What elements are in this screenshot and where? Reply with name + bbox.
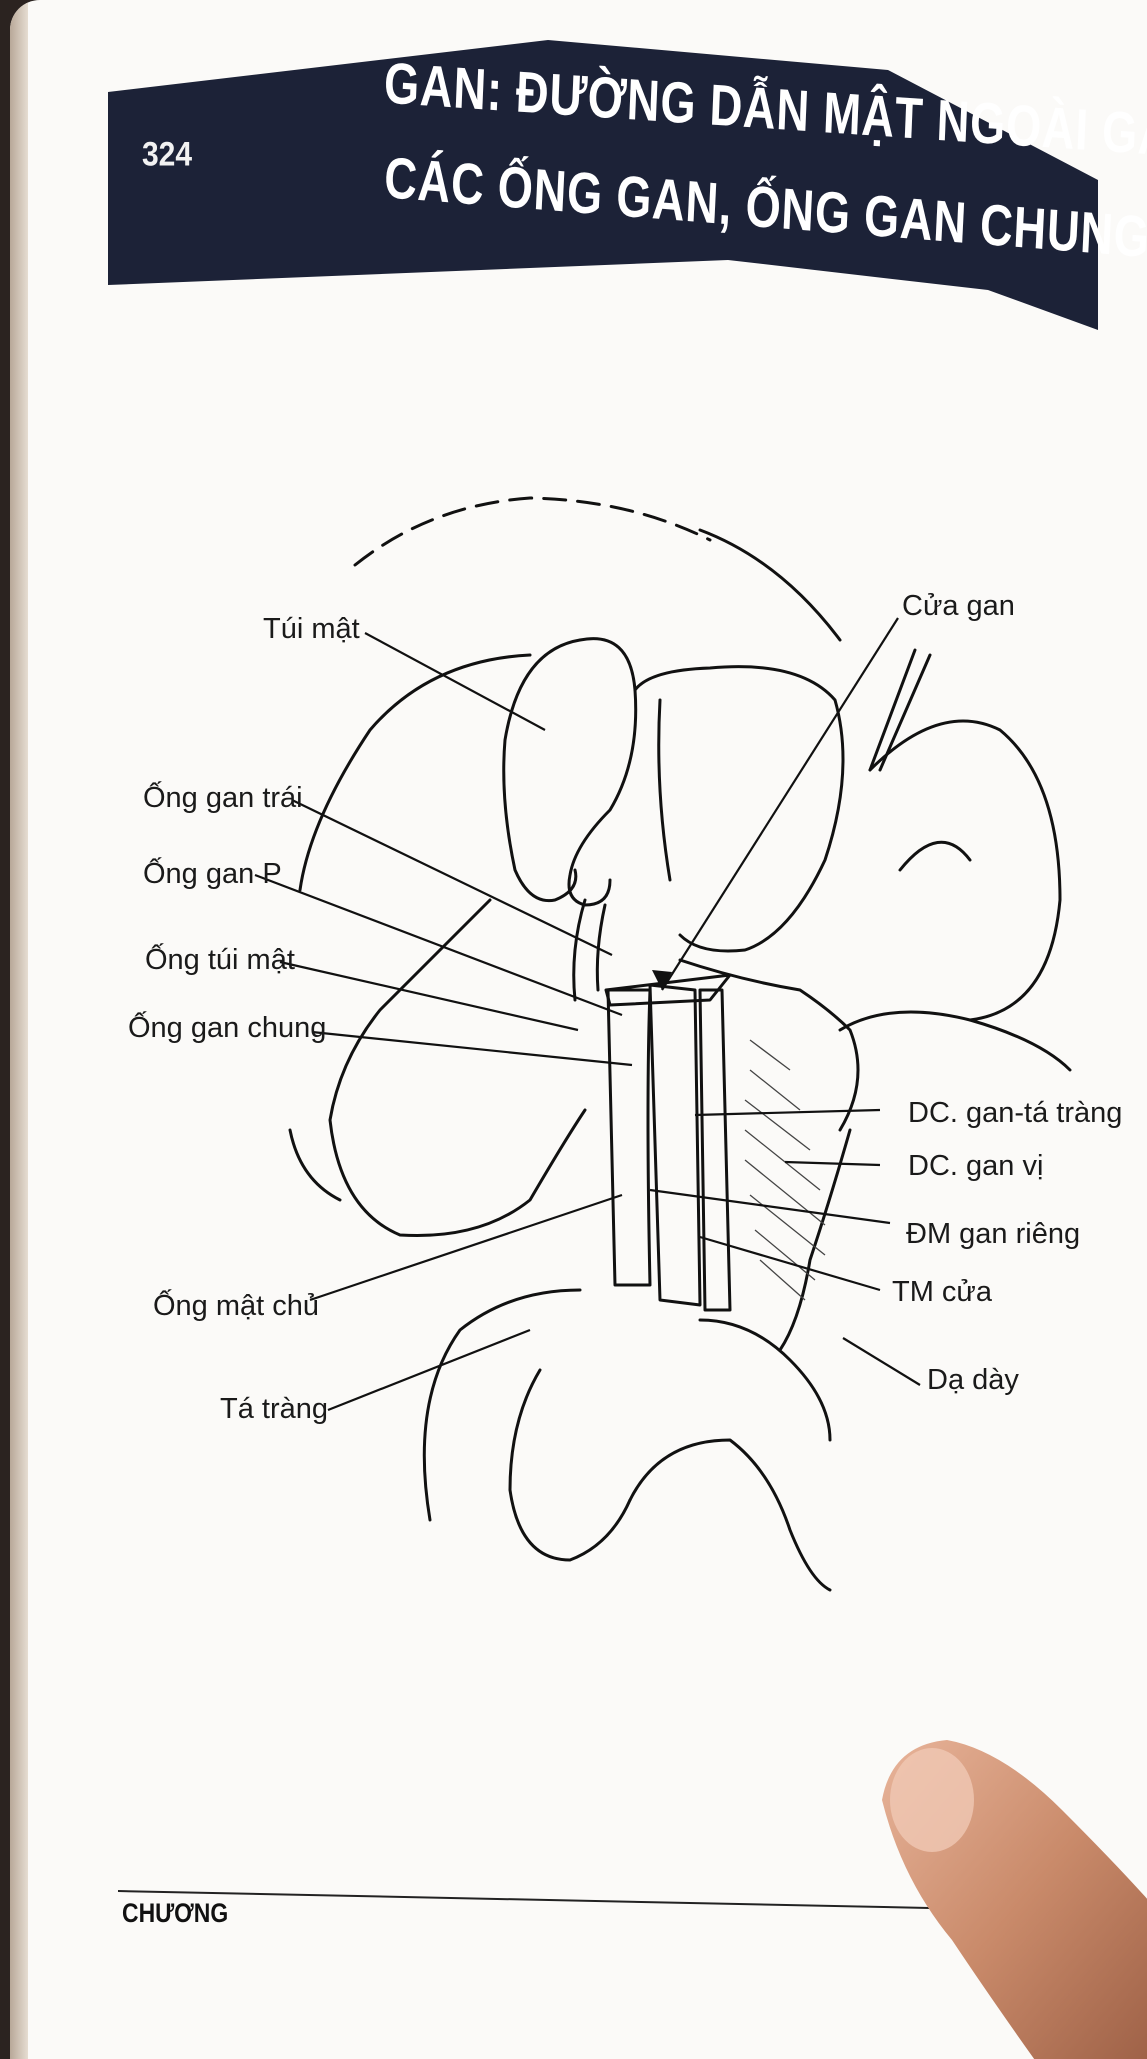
left-lobe-detail (898, 840, 972, 872)
label-ong-gan-chung: Ống gan chung (128, 1012, 327, 1044)
label-tm-cua: TM cửa (892, 1276, 992, 1308)
label-ong-tui-mat: Ống túi mật (145, 944, 295, 976)
leader-lines (254, 617, 921, 1412)
book-page: 324 GAN: ĐƯỜNG DẪN MẬT NGOÀI GAN – CÁC Ố… (10, 0, 1147, 2059)
label-ong-gan-p: Ống gan P (143, 858, 282, 890)
duodenum-inner (508, 1368, 632, 1562)
page-header: 324 GAN: ĐƯỜNG DẪN MẬT NGOÀI GAN – CÁC Ố… (108, 40, 1147, 330)
cua-gan-arrowhead (652, 970, 672, 990)
duodenum-lower (628, 1438, 832, 1592)
thumb-photo-intrusion (882, 1740, 1147, 2059)
label-ong-mat-chu: Ống mật chủ (153, 1290, 320, 1322)
duodenum-outer (422, 1288, 582, 1522)
hepatoduodenal-border (678, 958, 860, 1132)
hepatic-artery (698, 988, 732, 1312)
liver-right-lobe-edge (298, 653, 532, 892)
label-da-day: Dạ dày (927, 1364, 1019, 1396)
duodenum-top (698, 1318, 832, 1442)
liver-left-lobe (868, 719, 1062, 1022)
page-number: 324 (142, 135, 193, 174)
portal-vein (648, 983, 702, 1307)
liver-edge-fragment (288, 1128, 342, 1202)
quadrate-inner (657, 698, 672, 882)
hilum-structures (604, 973, 732, 1007)
label-ong-gan-trai: Ống gan trái (143, 782, 303, 814)
label-cua-gan: Cửa gan (902, 590, 1015, 622)
stomach-lesser-curve (838, 1010, 1072, 1072)
label-tui-mat: Túi mật (263, 613, 360, 645)
label-dc-gan-vi: DC. gan vị (908, 1150, 1044, 1182)
quadrate-lobe (633, 665, 845, 953)
stomach-edge (778, 1128, 852, 1352)
liver-outline-dashed (353, 496, 712, 567)
common-bile-duct (606, 988, 652, 1287)
cystic-duct (572, 898, 587, 1002)
footer-chapter-label: CHƯƠNG (122, 1898, 229, 1928)
label-ta-trang: Tá tràng (220, 1393, 328, 1425)
ligament-teres (868, 648, 932, 772)
label-dc-gan-ta-trang: DC. gan-tá tràng (908, 1097, 1123, 1129)
label-dm-gan-rieng: ĐM gan riêng (906, 1218, 1081, 1250)
page-edge (10, 0, 28, 2059)
biliary-anatomy-illustration (254, 496, 1072, 1592)
gallbladder-body (502, 638, 582, 903)
liver-inferior-right (328, 898, 587, 1238)
gallbladder-outline (567, 637, 638, 907)
liver-outline-top-right (698, 528, 842, 642)
header-band (108, 40, 1098, 330)
